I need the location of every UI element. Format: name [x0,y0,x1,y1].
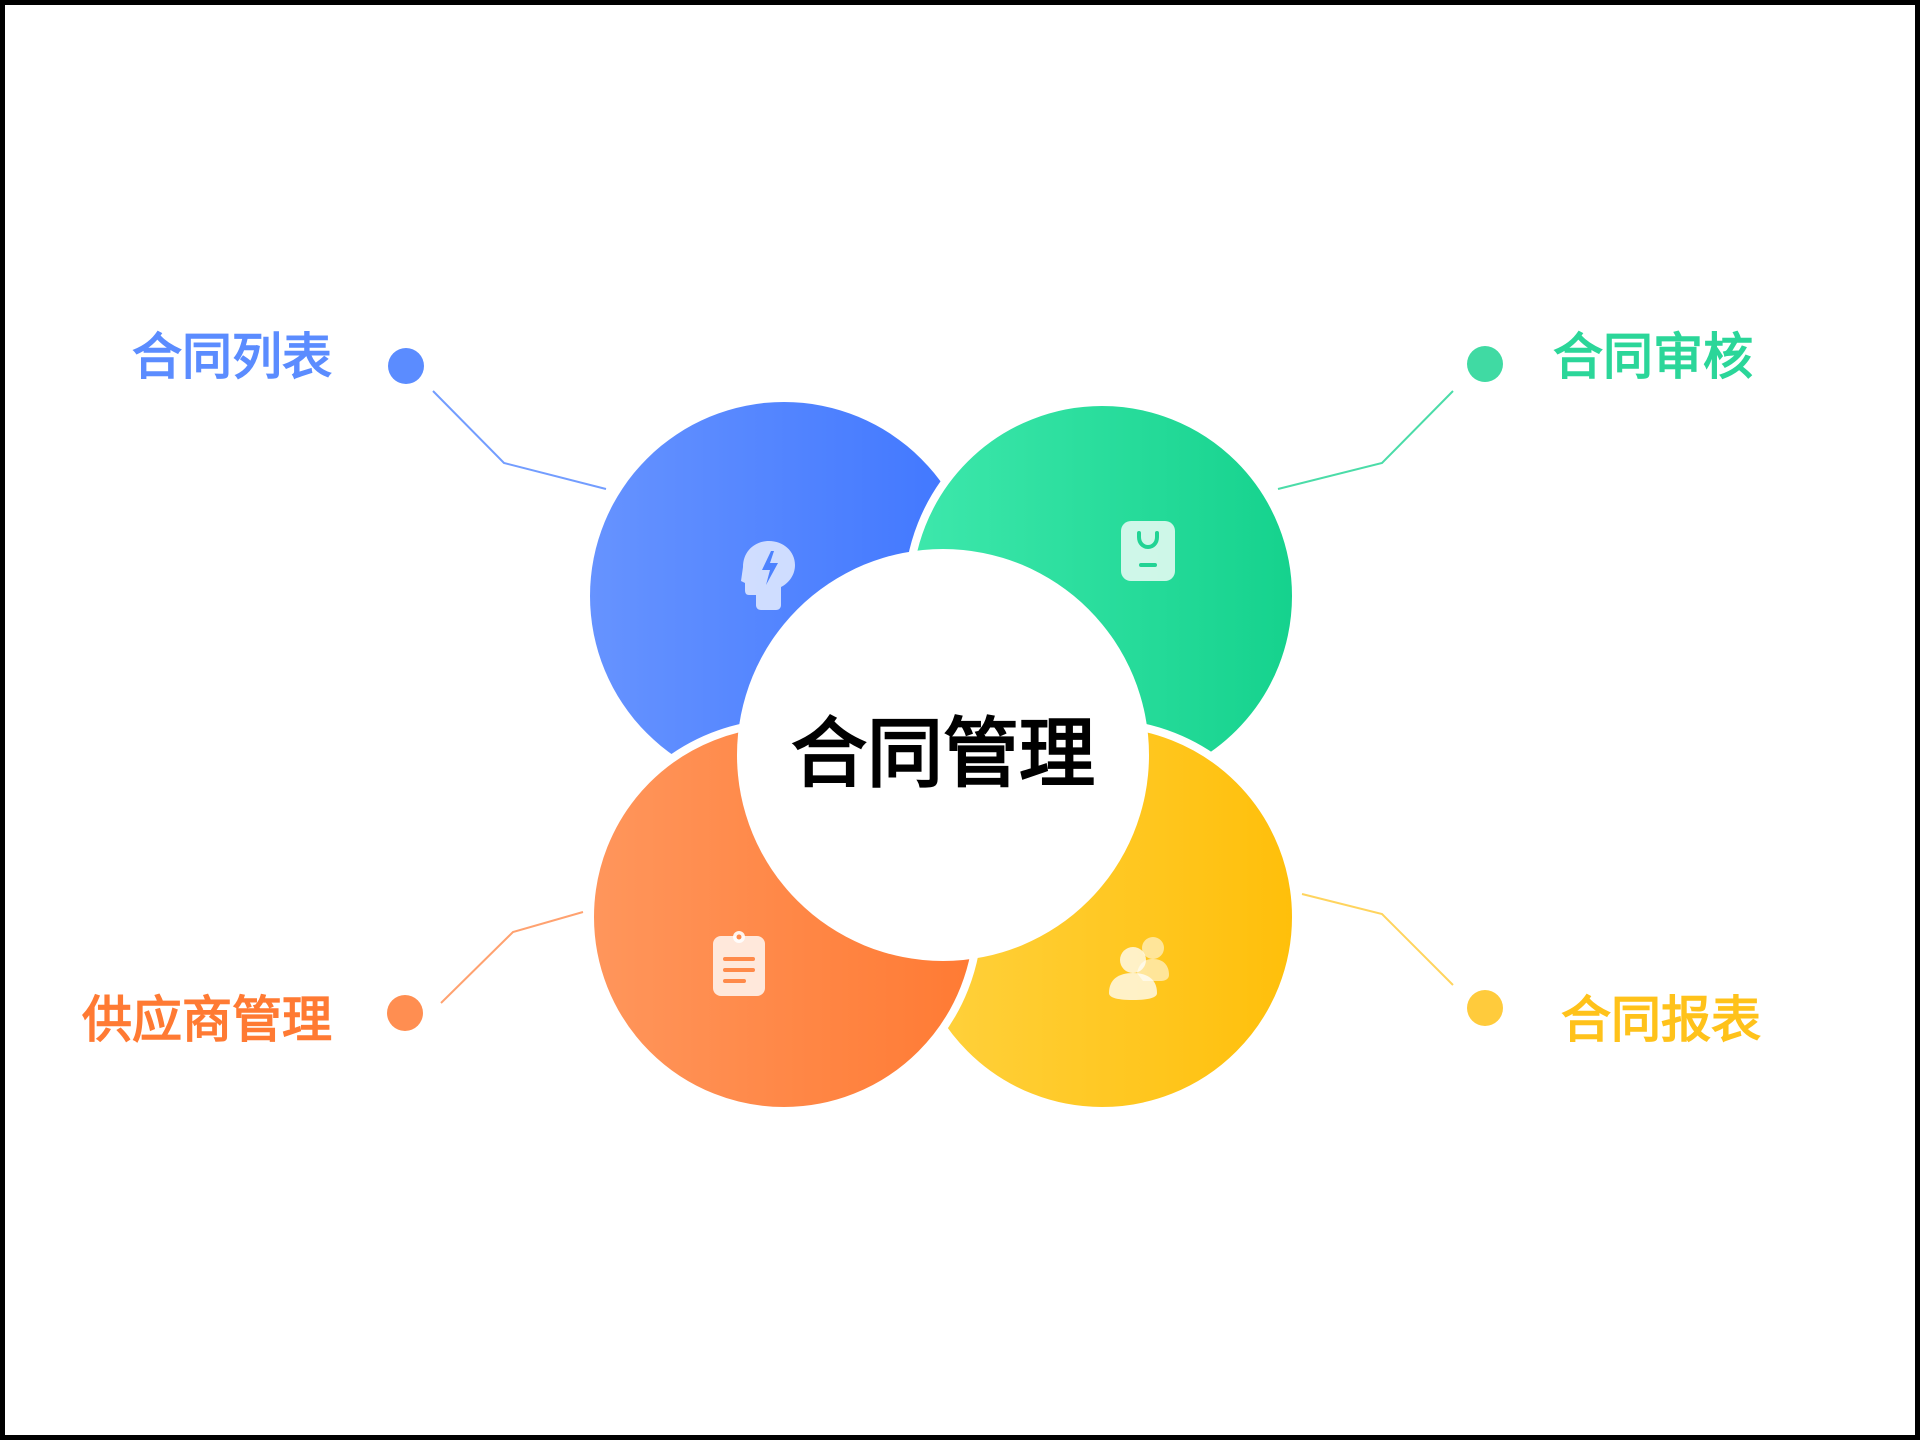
connector-line-supplier-management [440,911,584,1004]
connector-dot-contract-review [1467,346,1503,382]
connector-line-contract-report [1301,893,1454,986]
label-contract-report[interactable]: 合同报表 [1561,991,1761,1049]
idea-head-icon [741,541,795,610]
connector-line-contract-review [1277,390,1454,490]
connector-dot-supplier-management [387,995,423,1031]
center-title: 合同管理 [791,709,1095,798]
connector-line-contract-list [432,390,607,490]
connector-dot-contract-report [1467,990,1503,1026]
label-contract-list[interactable]: 合同列表 [132,328,332,386]
label-contract-review[interactable]: 合同审核 [1553,328,1753,386]
center-hub[interactable] [737,549,1149,961]
shopping-bag-icon [1121,521,1175,581]
users-icon [1109,937,1169,1000]
clipboard-icon [713,931,765,996]
label-supplier-management[interactable]: 供应商管理 [82,991,332,1049]
connector-dot-contract-list [388,348,424,384]
